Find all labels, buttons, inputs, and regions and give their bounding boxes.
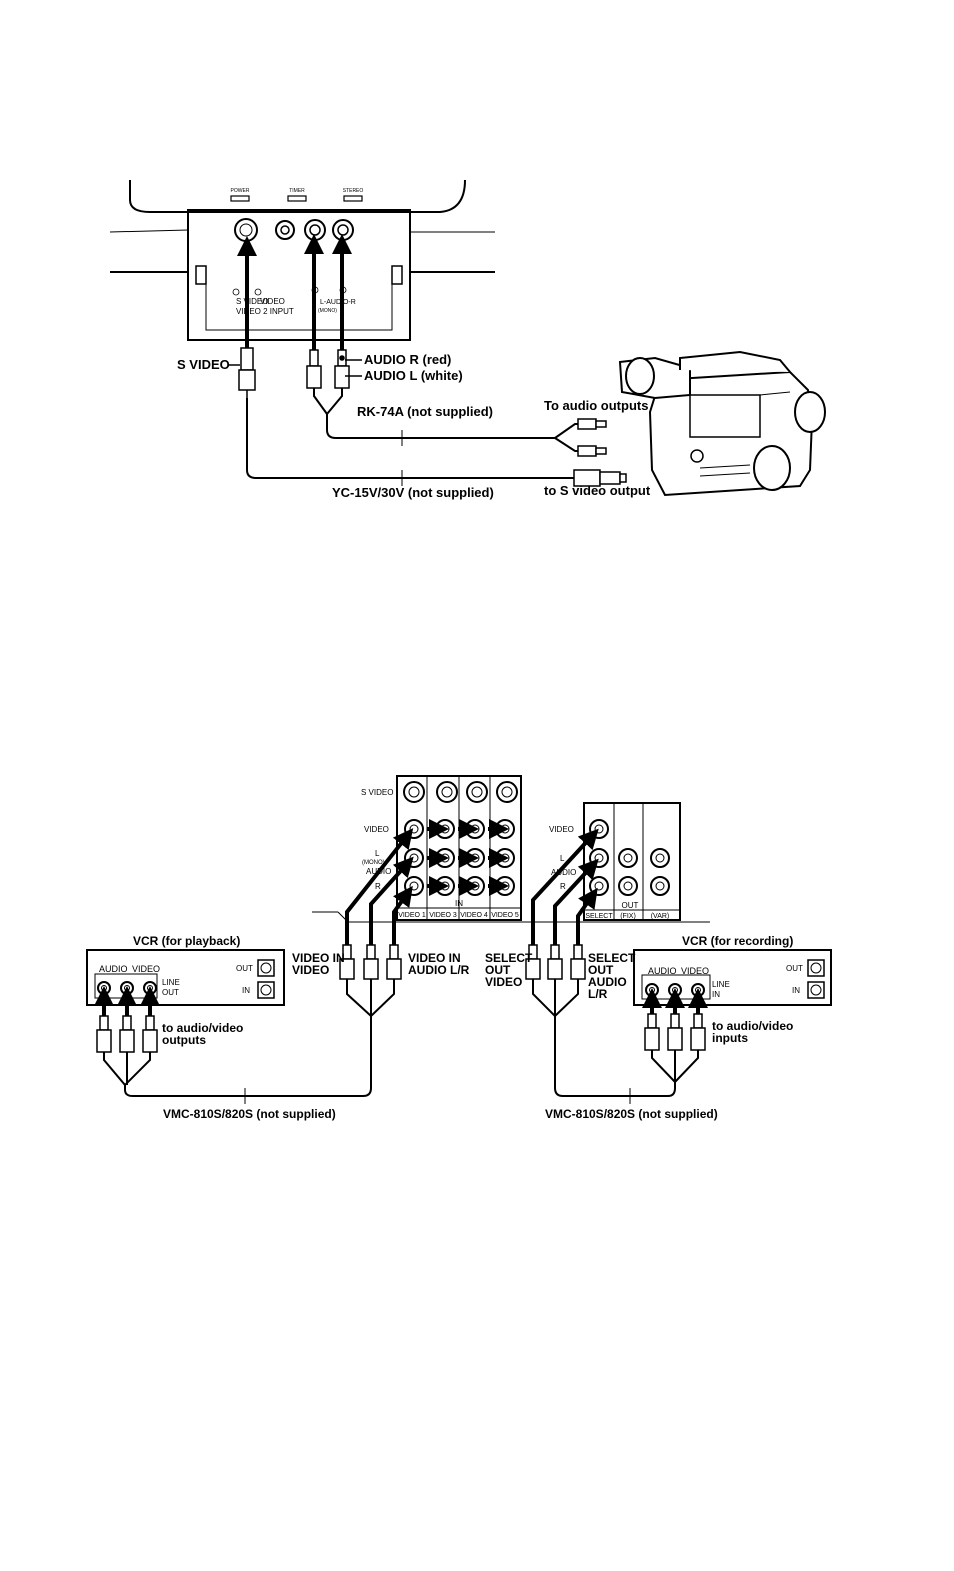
vcr-playback-note1: to audio/video [162, 1021, 243, 1035]
svideo-plug-label: S VIDEO [177, 357, 230, 372]
out-row-video: VIDEO [549, 825, 574, 834]
select-out-audio-line1: SELECT [588, 951, 636, 965]
camcorder-icon [618, 350, 826, 497]
video-jack [304, 219, 326, 241]
diagram-vcr-connection: S VIDEO VIDEO L (MONO) AUDIO R IN VIDEO … [86, 775, 832, 1121]
audio-r-label: AUDIO R (red) [364, 352, 451, 367]
stereo-label: STEREO [343, 188, 364, 194]
in-panel-cables [345, 828, 414, 945]
in-row-r: R [375, 882, 381, 891]
vcr-playback-audio: AUDIO [99, 964, 128, 974]
out-label: OUT [622, 901, 639, 910]
timer-indicator [287, 195, 307, 202]
panel-mono-label: (MONO) [318, 308, 337, 314]
out-row-l: L [560, 854, 565, 863]
in-row-video: VIDEO [364, 825, 389, 834]
panel-audio-label: L-AUDIO-R [320, 299, 356, 306]
vcr-recording-line-in: IN [712, 990, 720, 999]
rk-cable-label: RK-74A (not supplied) [357, 404, 493, 419]
panel-video2-label: VIDEO 2 INPUT [236, 307, 294, 316]
video-in-audio-line1: VIDEO IN [408, 951, 461, 965]
svideo-plug [238, 347, 256, 398]
vcr-recording-in-jack: IN [792, 986, 800, 995]
vcr-recording [633, 949, 832, 1006]
diagram-camcorder-connection: POWER TIMER STEREO S VIDEO VIDEO VIDEO 2… [109, 179, 826, 500]
panel-svideo-label: S VIDEO [236, 297, 268, 306]
center-plugs-left [339, 944, 402, 980]
power-indicator [230, 195, 250, 202]
stereo-indicator [343, 195, 363, 202]
video-in-video-line1: VIDEO IN [292, 951, 345, 965]
front-panel-labels: S VIDEO VIDEO VIDEO 2 INPUT L-AUDIO-R (M… [232, 286, 356, 316]
out-panel-cables [531, 828, 599, 945]
vcr-playback [86, 949, 285, 1006]
headphone-jack [275, 220, 295, 240]
tv-front-panel [109, 179, 495, 341]
cables-diagram1 [246, 388, 600, 486]
in-label: IN [455, 899, 463, 908]
in-col-video4: VIDEO 4 [460, 912, 488, 919]
select-out-audio-line2: OUT [588, 963, 614, 977]
select-out-video-line3: VIDEO [485, 975, 522, 989]
out-row-r: R [560, 882, 566, 891]
center-plugs-right [525, 944, 586, 980]
vcr-playback-out-jack: OUT [236, 964, 253, 973]
vcr-playback-arrows [94, 986, 160, 1016]
vcr-recording-arrows [642, 988, 708, 1014]
vcr-recording-video: VIDEO [681, 966, 709, 976]
select-out-audio-line4: L/R [588, 987, 608, 1001]
connection-arrows [237, 234, 352, 350]
video-in-video-line2: VIDEO [292, 963, 329, 977]
tv-front-jacks [234, 218, 354, 242]
timer-label: TIMER [289, 188, 305, 194]
vcr-playback-plugs [96, 1015, 158, 1053]
vmc-cables [103, 979, 699, 1104]
in-row-mono: (MONO) [362, 860, 385, 866]
vcr-recording-plugs [644, 1013, 706, 1051]
svideo-jack [234, 218, 258, 242]
cable-left-label: VMC-810S/820S (not supplied) [163, 1107, 336, 1121]
rca-plug-l [334, 349, 350, 389]
select-out-video-line2: OUT [485, 963, 511, 977]
vcr-playback-note2: outputs [162, 1033, 206, 1047]
tv-indicators: POWER TIMER STEREO [230, 188, 364, 202]
select-out-audio-line3: AUDIO [588, 975, 627, 989]
in-col-video5: VIDEO 5 [491, 912, 519, 919]
vcr-recording-line: LINE [712, 980, 730, 989]
vcr-recording-out-jack: OUT [786, 964, 803, 973]
out-col-var: (VAR) [651, 913, 670, 920]
vcr-recording-title: VCR (for recording) [682, 934, 793, 948]
in-panel-arrows [427, 819, 509, 896]
vcr-playback-line: LINE [162, 978, 180, 987]
in-row-l: L [375, 849, 380, 858]
cable-right-label: VMC-810S/820S (not supplied) [545, 1107, 718, 1121]
in-col-video1: VIDEO 1 [398, 912, 426, 919]
audio-l-label: AUDIO L (white) [364, 368, 463, 383]
to-audio-outputs-label: To audio outputs [544, 398, 648, 413]
vcr-recording-note2: inputs [712, 1031, 748, 1045]
camcorder-plugs [573, 418, 627, 487]
select-out-video-line1: SELECT [485, 951, 533, 965]
to-svideo-output-label: to S video output [544, 483, 651, 498]
vcr-playback-line-out: OUT [162, 988, 179, 997]
panel-video-label: VIDEO [260, 297, 285, 306]
vcr-playback-title: VCR (for playback) [133, 934, 240, 948]
out-col-select: SELECT [585, 913, 613, 920]
out-row-audio: AUDIO [551, 868, 576, 877]
vcr-playback-video: VIDEO [132, 964, 160, 974]
vcr-recording-audio: AUDIO [648, 966, 677, 976]
rca-plug-r [306, 349, 322, 389]
out-col-fix: (FIX) [620, 913, 636, 920]
audio-jack [332, 219, 354, 241]
video-in-audio-line2: AUDIO L/R [408, 963, 470, 977]
in-row-svideo: S VIDEO [361, 788, 393, 797]
power-label: POWER [231, 188, 250, 194]
in-col-video3: VIDEO 3 [429, 912, 457, 919]
vcr-playback-in-jack: IN [242, 986, 250, 995]
vcr-recording-note1: to audio/video [712, 1019, 793, 1033]
yc-cable-label: YC-15V/30V (not supplied) [332, 485, 494, 500]
